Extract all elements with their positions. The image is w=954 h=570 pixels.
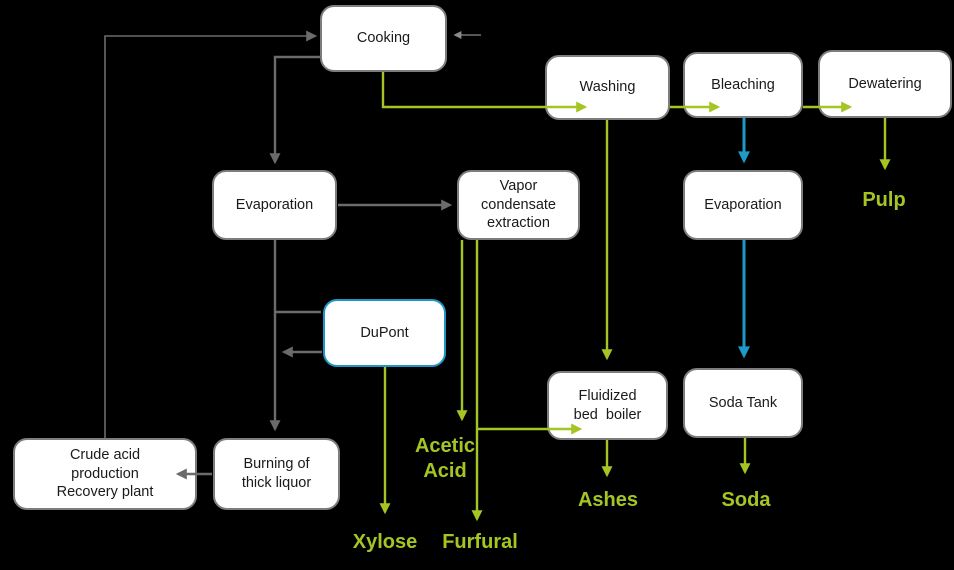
output-label-ashes: Ashes (577, 489, 639, 511)
output-label-xylose: Xylose (352, 531, 418, 553)
output-label-acetic-acid: Acetic Acid (414, 435, 476, 482)
node-bleaching: Bleaching (683, 52, 803, 118)
node-soda-tank: Soda Tank (683, 368, 803, 438)
node-crude-acid-recovery-plant: Crude acid production Recovery plant (13, 438, 197, 510)
node-vapor-condensate-extraction: Vapor condensate extraction (457, 170, 580, 240)
node-washing: Washing (545, 55, 670, 120)
output-label-soda: Soda (721, 489, 771, 511)
arrow-cooking-to-evaporation-left (269, 55, 321, 165)
node-dewatering: Dewatering (818, 50, 952, 118)
node-burning-thick-liquor: Burning of thick liquor (213, 438, 340, 510)
node-cooking: Cooking (320, 5, 447, 72)
node-evaporation-right: Evaporation (683, 170, 803, 240)
node-fluidized-bed-boiler: Fluidized bed boiler (547, 371, 668, 440)
output-label-furfural: Furfural (442, 531, 518, 553)
node-dupont: DuPont (323, 299, 446, 367)
output-label-pulp: Pulp (862, 189, 906, 211)
node-evaporation-left: Evaporation (212, 170, 337, 240)
